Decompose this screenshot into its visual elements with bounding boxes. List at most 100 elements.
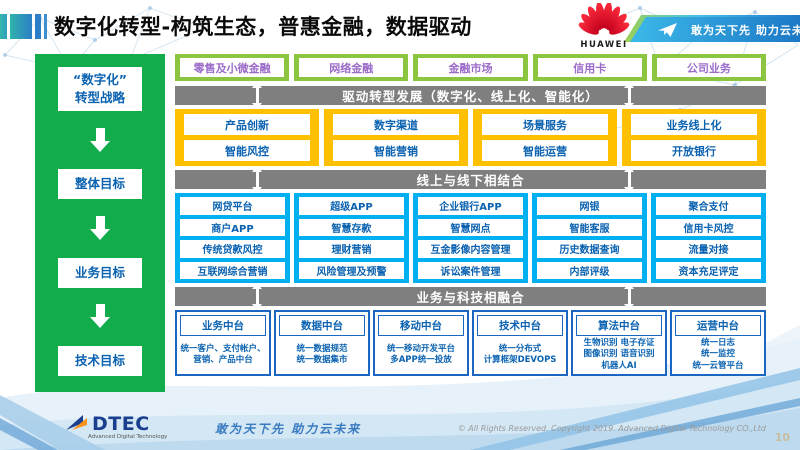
down-arrow-icon [89, 304, 110, 329]
capability-column: 业务线上化 开放银行 [622, 109, 766, 166]
channel-cell: 传统贷款风控 [180, 240, 285, 258]
sidebar-stage-business-goal: 业务目标 [58, 257, 142, 288]
dtec-logo: DTEC [66, 413, 150, 433]
channel-cell: 诉讼案件管理 [418, 261, 523, 279]
capability-cell: 产品创新 [184, 114, 310, 135]
footer-slogan: 敢为天下先 助力云未来 [215, 422, 362, 436]
channel-cell: 商户APP [180, 218, 285, 236]
updown-arrow-icon [251, 166, 263, 193]
channel-cell: 互联网综合营销 [180, 261, 285, 279]
platform-body: 生物识别 电子存证 图像识别 语音识别 机器人AI [583, 338, 655, 371]
band-drive-transformation: 驱动转型发展（数字化、线上化、智能化） [175, 82, 766, 109]
business-line-label: 金融市场 [418, 58, 523, 77]
updown-arrow-icon [251, 283, 263, 310]
channel-cell: 智慧网点 [418, 218, 523, 236]
capability-cell: 场景服务 [482, 114, 608, 135]
channel-cell: 超级APP [299, 197, 404, 215]
channel-cell: 理财营销 [299, 240, 404, 258]
platform-title: 技术中台 [477, 315, 563, 336]
down-arrow-icon [89, 215, 110, 241]
business-line-cell: 公司业务 [651, 54, 767, 81]
platform-body: 统一移动开发平台 多APP统一投放 [386, 343, 455, 365]
dtec-logo-text: DTEC [92, 412, 150, 435]
sidebar-stage-overall-goal: 整体目标 [58, 169, 142, 200]
platform-title: 业务中台 [180, 315, 266, 336]
channel-column: 企业银行APP 智慧网点 互金影像内容管理 诉讼案件管理 [413, 193, 528, 283]
platform-title: 数据中台 [279, 315, 365, 336]
ribbon-slogan: 敢为天下先 助力云未来 [691, 23, 800, 37]
channel-cell: 内部评级 [537, 261, 642, 279]
capability-column: 数字渠道 智能营销 [324, 109, 468, 166]
architecture-diagram: 零售及小微金融 网络金融 金融市场 信用卡 公司业务 驱动转型发展（数字化、线上… [175, 54, 767, 376]
band-label: 驱动转型发展（数字化、线上化、智能化） [342, 89, 599, 104]
down-arrow-icon [89, 127, 110, 153]
band-business-tech-fusion: 业务与科技相融合 [175, 283, 766, 310]
platform-title: 算法中台 [576, 315, 662, 336]
channel-cell: 聚合支付 [656, 197, 761, 215]
band-label: 业务与科技相融合 [416, 290, 525, 305]
page-title: 数字化转型-构筑生态，普惠金融，数据驱动 [54, 15, 472, 39]
business-line-cell: 零售及小微金融 [175, 54, 290, 81]
updown-arrow-icon [624, 166, 635, 193]
platform-column-algorithm: 算法中台 生物识别 电子存证 图像识别 语音识别 机器人AI [571, 310, 667, 376]
business-line-label: 网络金融 [299, 58, 404, 77]
ribbon-banner: 敢为天下先 助力云未来 [630, 17, 800, 42]
business-lines-row: 零售及小微金融 网络金融 金融市场 信用卡 公司业务 [175, 54, 767, 81]
capability-cell: 智能营销 [333, 140, 459, 161]
copyright-text: © All Rights Reserved. Copyright 2019. A… [457, 424, 766, 433]
platform-title: 运营中台 [675, 315, 761, 336]
huawei-wordmark: HUAWEI [580, 40, 628, 50]
title-accent-bars [0, 14, 47, 39]
business-line-label: 公司业务 [656, 58, 762, 77]
capability-column: 产品创新 智能风控 [175, 109, 319, 166]
capability-cell: 开放银行 [631, 140, 757, 161]
channel-cell: 历史数据查询 [537, 240, 642, 258]
business-line-label: 零售及小微金融 [180, 58, 285, 77]
channel-cell: 风险管理及预警 [299, 261, 404, 279]
dtec-logo-icon [66, 415, 87, 430]
updown-arrow-icon [624, 82, 635, 109]
business-line-cell: 金融市场 [413, 54, 528, 81]
capability-cell: 智能运营 [482, 140, 608, 161]
page-number: 10 [774, 431, 790, 444]
platform-body: 统一数据规范 统一数据集市 [296, 343, 348, 365]
sidebar-stage-tech-goal: 技术目标 [58, 345, 142, 376]
updown-arrow-icon [624, 283, 635, 310]
channel-column: 网银 智能客服 历史数据查询 内部评级 [532, 193, 647, 283]
channel-cell: 资本充足评定 [656, 261, 761, 279]
platform-body: 统一客户、支付帐户、营销、产品中台 [180, 343, 266, 365]
platform-column-business: 业务中台 统一客户、支付帐户、营销、产品中台 [175, 310, 271, 376]
platform-body: 统一日志 统一监控 统一云管平台 [692, 338, 744, 371]
platform-column-data: 数据中台 统一数据规范 统一数据集市 [274, 310, 370, 376]
band-label: 线上与线下相结合 [416, 173, 525, 188]
business-line-cell: 网络金融 [294, 54, 409, 81]
channel-cell: 智能客服 [537, 218, 642, 236]
platform-columns: 业务中台 统一客户、支付帐户、营销、产品中台 数据中台 统一数据规范 统一数据集… [175, 310, 766, 376]
channel-cell: 信用卡风控 [656, 218, 761, 236]
channel-cell: 网银 [537, 197, 642, 215]
dtec-logo-subtext: Advanced Digital Technology [88, 434, 168, 440]
sidebar-stage-strategy: “数字化” 转型战略 [58, 67, 142, 111]
channel-cell: 企业银行APP [418, 197, 523, 215]
channel-cell: 流量对接 [656, 240, 761, 258]
platform-column-mobile: 移动中台 统一移动开发平台 多APP统一投放 [373, 310, 469, 376]
capability-grid-yellow: 产品创新 智能风控 数字渠道 智能营销 场景服务 智能运营 业务线上化 开放银行 [175, 109, 766, 166]
capability-cell: 智能风控 [184, 140, 310, 161]
capability-column: 场景服务 智能运营 [473, 109, 617, 166]
channel-cell: 互金影像内容管理 [418, 240, 523, 258]
paper-plane-icon [658, 22, 677, 37]
channel-column: 聚合支付 信用卡风控 流量对接 资本充足评定 [651, 193, 766, 283]
platform-body: 统一分布式 计算框架DEVOPS [483, 343, 557, 365]
huawei-logo: HUAWEI [576, 1, 632, 50]
platform-column-operation: 运营中台 统一日志 统一监控 统一云管平台 [670, 310, 766, 376]
capability-cell: 数字渠道 [333, 114, 459, 135]
business-line-label: 信用卡 [537, 58, 642, 77]
updown-arrow-icon [251, 82, 263, 109]
platform-column-tech: 技术中台 统一分布式 计算框架DEVOPS [472, 310, 568, 376]
channel-column: 超级APP 智慧存款 理财营销 风险管理及预警 [294, 193, 409, 283]
channel-cell: 网贷平台 [180, 197, 285, 215]
platform-title: 移动中台 [378, 315, 464, 336]
capability-cell: 业务线上化 [631, 114, 757, 135]
huawei-flower-icon [578, 1, 630, 35]
business-line-cell: 信用卡 [532, 54, 647, 81]
